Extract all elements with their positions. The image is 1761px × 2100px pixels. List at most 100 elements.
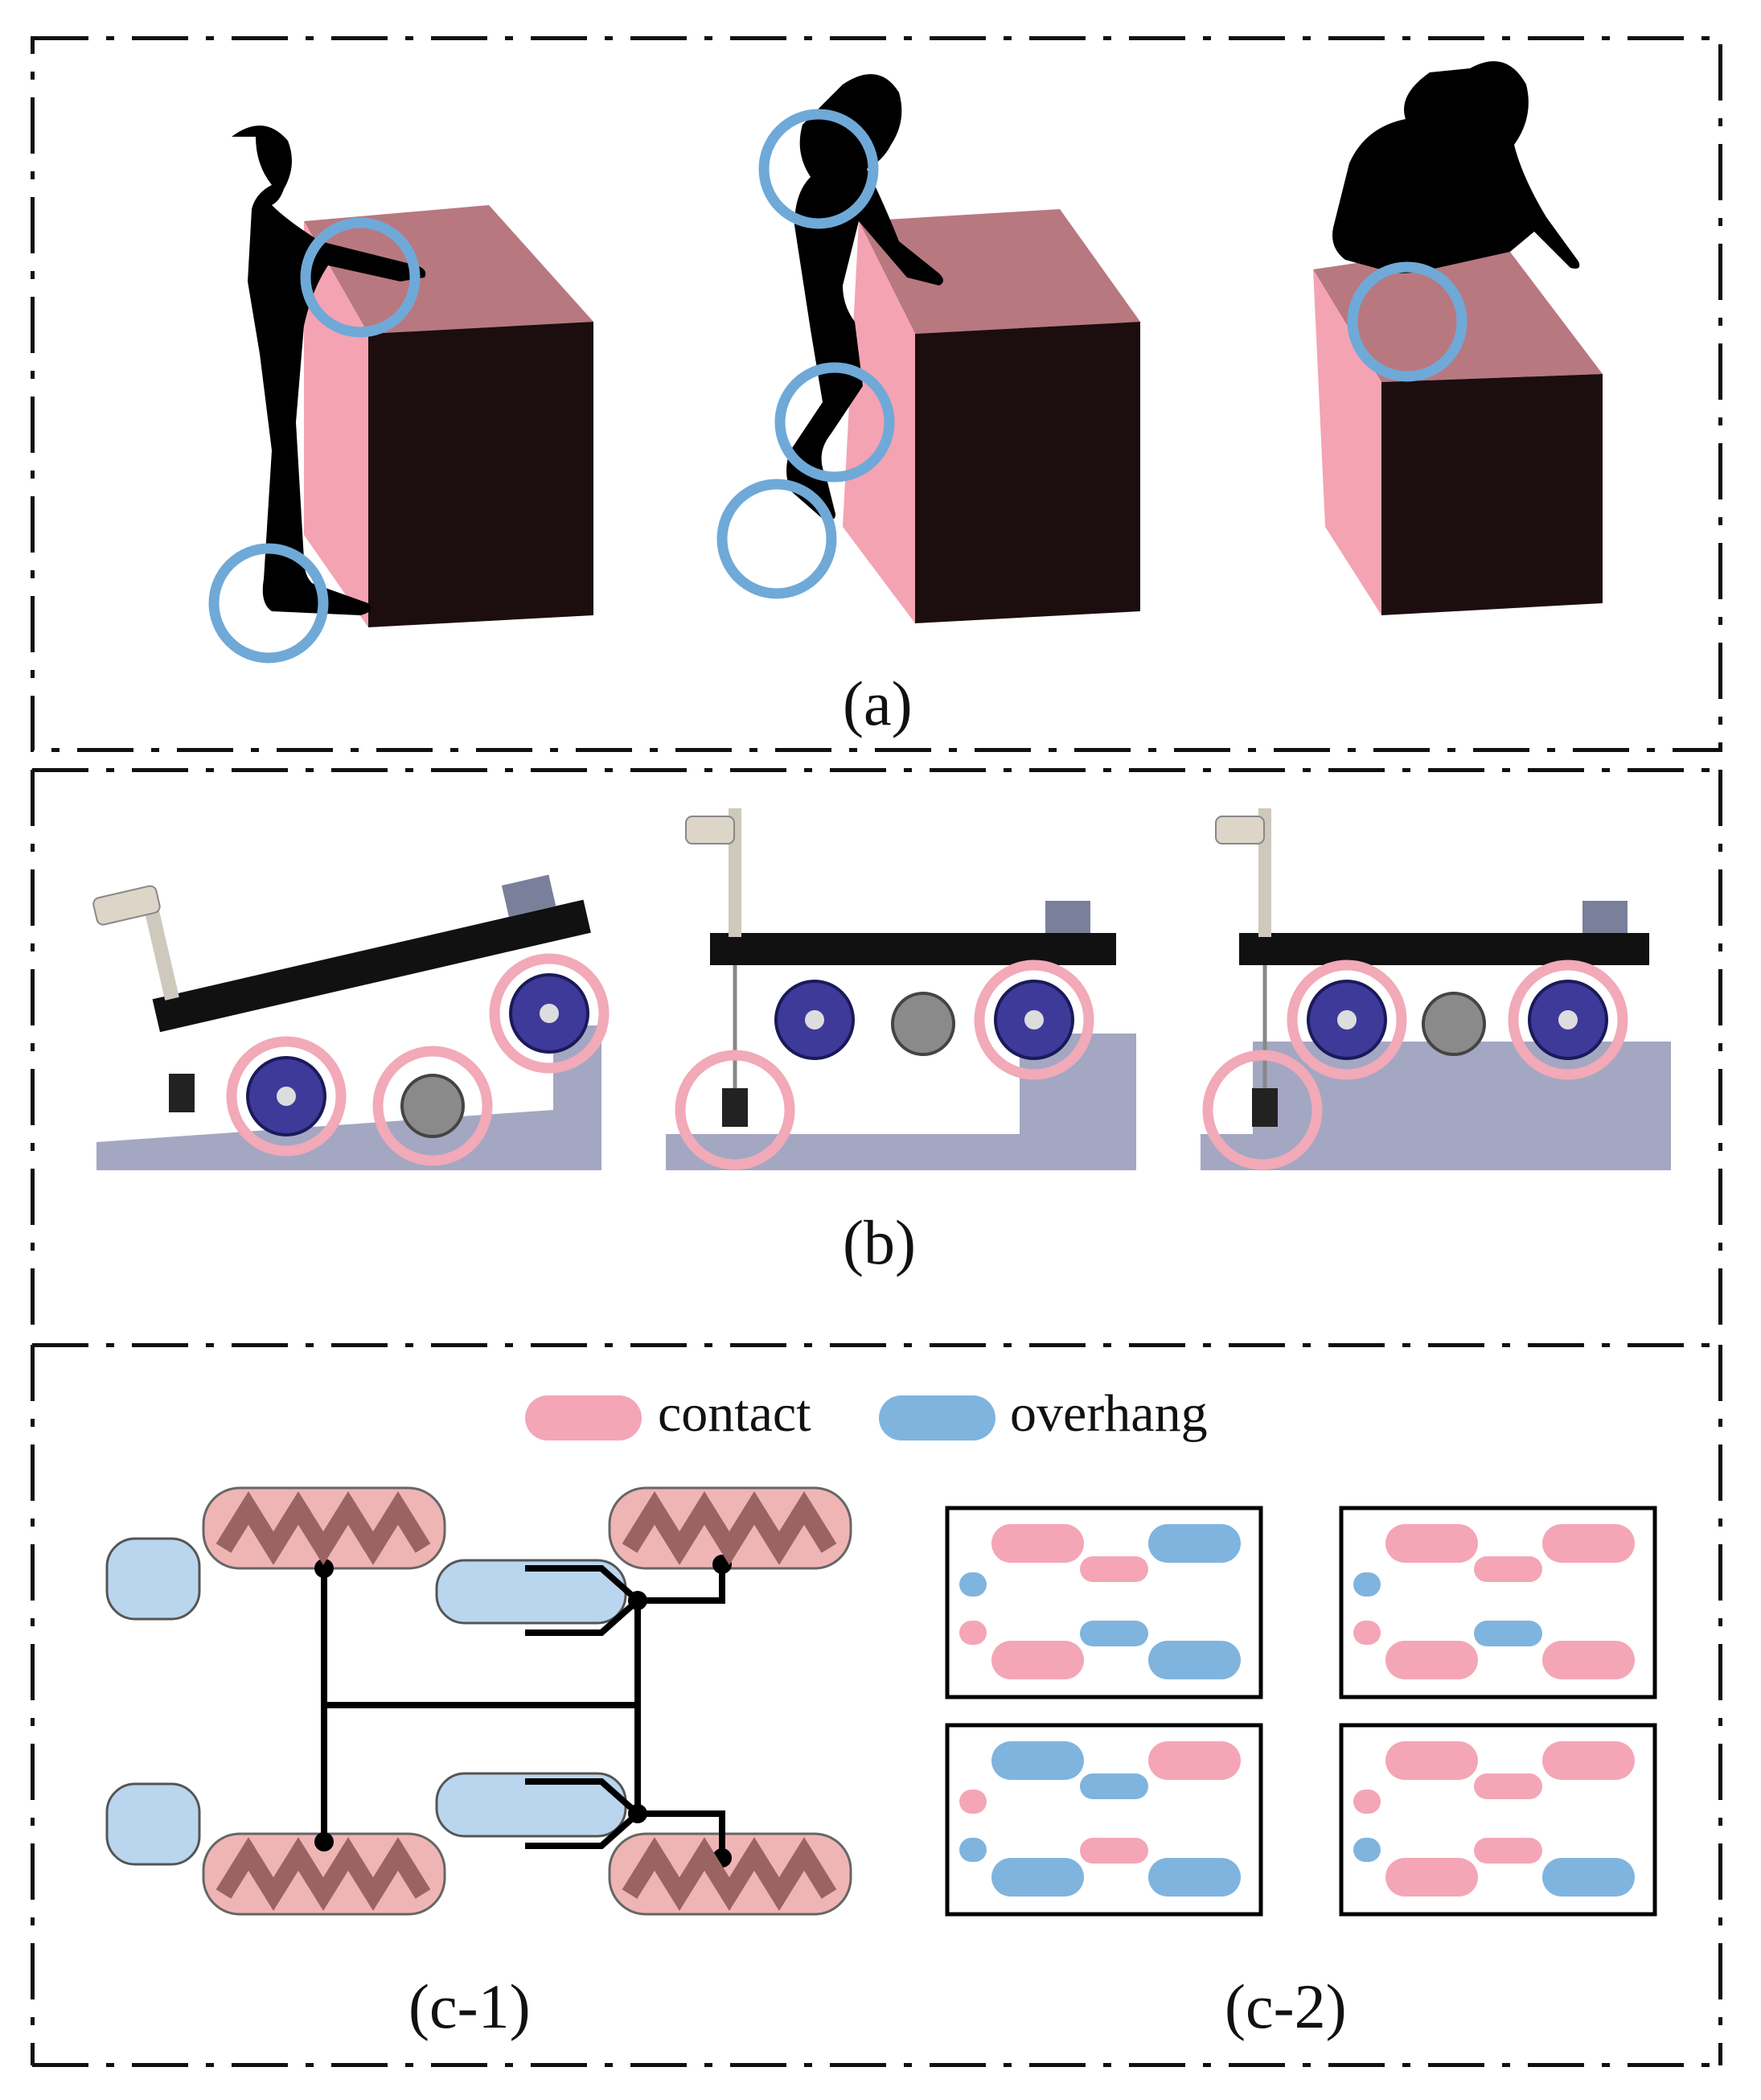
contact-pill — [1474, 1773, 1542, 1799]
contact-pill — [1542, 1641, 1635, 1679]
contact-ring — [675, 1050, 795, 1170]
contact-pill — [1353, 1621, 1381, 1645]
robot-stage-1 — [92, 874, 610, 1170]
robot-stage-3 — [1201, 808, 1671, 1170]
box-front-face — [915, 322, 1140, 623]
scene-step-up — [716, 74, 1140, 623]
legend-swatch-overhang — [879, 1395, 995, 1440]
contact-pill — [959, 1621, 987, 1645]
mecanum-roller-pattern — [216, 1491, 431, 1565]
panel-a-human-climbing: (a) — [31, 36, 1722, 752]
robot-handle — [92, 885, 161, 926]
contact-ring — [974, 960, 1094, 1080]
contact-pill — [1542, 1741, 1635, 1780]
person-silhouette-stepping — [786, 74, 943, 520]
mecanum-roller-pattern — [622, 1491, 837, 1565]
panel-b-robot-climbing: (b) — [31, 768, 1722, 1331]
contact-pill — [991, 1524, 1084, 1563]
overhang-ring-knee — [774, 362, 895, 483]
contact-state-box — [1339, 1506, 1657, 1699]
robot-lidar — [1045, 901, 1090, 933]
contact-pill — [1474, 1556, 1542, 1582]
overhang-pill — [1353, 1572, 1381, 1597]
wheel-hub — [277, 1087, 296, 1106]
chassis-schematic — [105, 1486, 852, 1916]
overhang-pill — [1474, 1621, 1542, 1646]
overhang-ring-knee — [1347, 261, 1468, 382]
overhang-ring-shoulder — [758, 109, 879, 229]
robot-chassis — [152, 899, 591, 1033]
omni-wheel — [1422, 992, 1486, 1056]
overhang-ring-foot — [208, 543, 329, 664]
panel-c-contact-patterns: contact overhang (c-1) (c-2) — [31, 1343, 1722, 2067]
robot-handle-pole — [140, 891, 179, 1001]
overhang-pill — [1353, 1838, 1381, 1862]
overhang-pill — [1148, 1524, 1241, 1563]
scene-on-top — [1313, 61, 1603, 615]
panel-b-frame — [31, 768, 1722, 1329]
overhang-pill — [991, 1858, 1084, 1897]
overhang-pill — [1080, 1773, 1148, 1799]
contact-ring — [1508, 960, 1628, 1080]
overhang-pill — [959, 1572, 987, 1597]
contact-pill — [1148, 1741, 1241, 1780]
robot-chassis — [710, 933, 1116, 965]
person-silhouette-crouching — [1332, 61, 1580, 273]
contact-ring — [489, 953, 610, 1074]
overhang-pill — [991, 1741, 1084, 1780]
contact-ring — [372, 1046, 493, 1166]
robot-handle — [685, 816, 735, 845]
wheel-hub — [1337, 1010, 1357, 1029]
overhang-pill — [1080, 1621, 1148, 1646]
contact-pill — [1385, 1858, 1478, 1897]
box-front-face — [368, 322, 593, 627]
contact-pill — [991, 1641, 1084, 1679]
contact-state-grid — [945, 1506, 1657, 1917]
wheel-hub — [1024, 1010, 1044, 1029]
robit-stage-2 — [666, 808, 1136, 1170]
caption-b: (b) — [843, 1207, 916, 1277]
caption-c1: (c-1) — [408, 1971, 531, 2041]
caster-unit — [1252, 1088, 1278, 1127]
contact-pill — [1353, 1790, 1381, 1814]
caster-front — [105, 1537, 201, 1621]
contact-pill — [1080, 1838, 1148, 1864]
wheel-hub — [805, 1010, 824, 1029]
robot-handle — [1215, 816, 1265, 845]
caster-rear — [105, 1782, 201, 1866]
caster-unit — [169, 1074, 195, 1112]
overhang-pill — [1148, 1641, 1241, 1679]
contact-pill — [1385, 1524, 1478, 1563]
overhang-pill — [1542, 1858, 1635, 1897]
contact-pill — [1080, 1556, 1148, 1582]
legend-label-overhang: overhang — [1010, 1384, 1208, 1443]
omni-wheel — [891, 992, 955, 1056]
contact-ring — [1202, 1050, 1323, 1170]
panel-c-frame — [31, 1343, 1722, 2067]
contact-ring — [226, 1036, 347, 1157]
mecanum-roller-pattern — [622, 1837, 837, 1911]
box-1 — [304, 205, 593, 627]
contact-state-box — [945, 1506, 1263, 1699]
contact-pill — [1385, 1741, 1478, 1780]
robot-lidar — [1582, 901, 1628, 933]
legend-swatch-contact — [525, 1395, 642, 1440]
box-side-face — [304, 221, 368, 627]
person-silhouette-standing — [232, 125, 426, 616]
wheel-hub — [1558, 1010, 1578, 1029]
box-front-face — [1381, 374, 1603, 615]
caption-a: (a) — [843, 668, 913, 738]
caster-unit — [722, 1088, 748, 1127]
overhang-pill — [959, 1838, 987, 1862]
robot-lidar — [501, 874, 556, 918]
overhang-ring-foot — [716, 479, 837, 599]
overhang-pill — [1148, 1858, 1241, 1897]
contact-state-box — [945, 1723, 1263, 1917]
contact-pill — [1542, 1524, 1635, 1563]
box-top-face — [304, 205, 593, 334]
contact-pill — [1385, 1641, 1478, 1679]
robot-chassis — [1239, 933, 1649, 965]
scene-approach — [208, 125, 593, 664]
box-top-face — [859, 209, 1140, 334]
contact-pill — [959, 1790, 987, 1814]
